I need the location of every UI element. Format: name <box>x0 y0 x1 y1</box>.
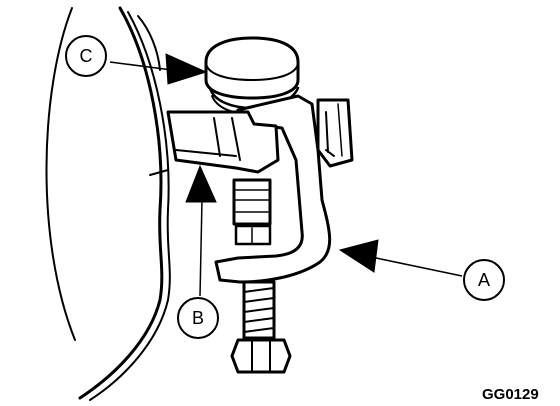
threaded-screw <box>232 178 272 246</box>
shoe-arm <box>166 110 280 174</box>
figure-code: GG0129 <box>482 386 539 403</box>
clamp-tool <box>166 36 354 374</box>
adjuster-screw <box>230 280 292 374</box>
callout-a: A <box>463 259 505 301</box>
clamp-frame <box>214 94 354 284</box>
callout-b: B <box>177 297 219 339</box>
brake-drum <box>45 6 171 401</box>
callout-c-label: C <box>80 46 93 66</box>
callout-c: C <box>65 35 107 77</box>
callout-b-label: B <box>192 308 204 328</box>
callout-a-label: A <box>478 270 490 290</box>
callout-arrows <box>109 53 463 297</box>
